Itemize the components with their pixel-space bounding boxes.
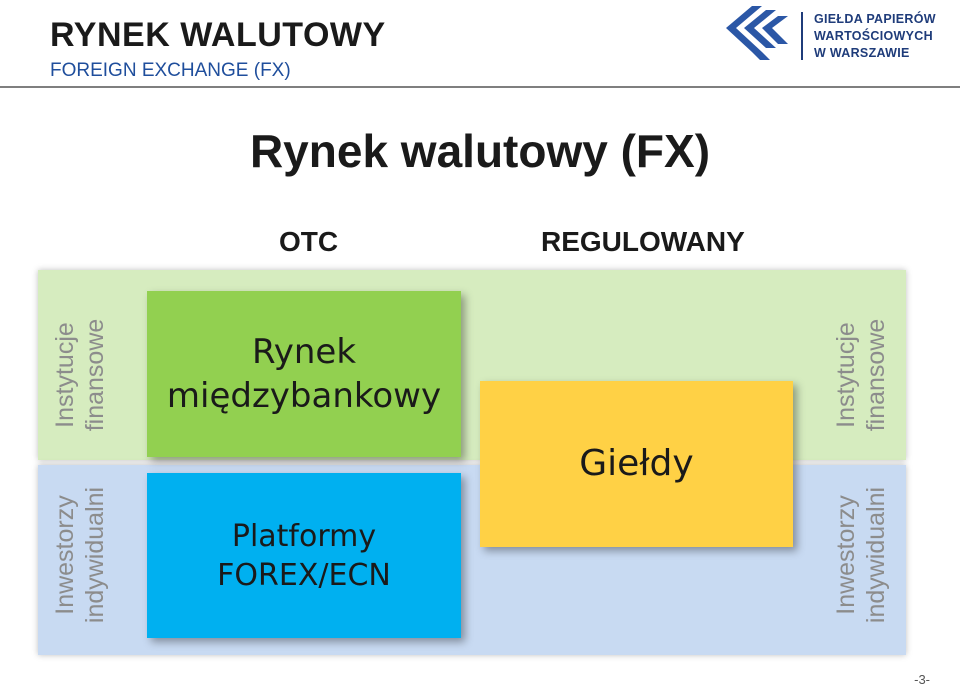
header-subtitle: FOREIGN EXCHANGE (FX) <box>50 60 291 81</box>
logo-separator <box>801 12 803 60</box>
logo-text-line3: W WARSZAWIE <box>814 46 910 60</box>
left-label-financial-line1: Instytucje <box>50 322 79 428</box>
logo-text-line1: GIEŁDA PAPIERÓW <box>814 12 936 26</box>
left-label-financial-line2: finansowe <box>81 318 109 432</box>
column-label-regulowany: REGULOWANY <box>541 226 745 257</box>
right-label-financial-line2: finansowe <box>862 318 890 432</box>
exchanges-box: Giełdy <box>480 381 793 547</box>
forex-ecn-platforms-box: Platformy FOREX/ECN <box>147 473 461 638</box>
gpw-logo-icon <box>726 6 788 60</box>
right-label-individual-line1: Inwestorzy <box>831 495 860 615</box>
left-label-individual-line1: Inwestorzy <box>50 495 79 615</box>
right-label-financial-institutions: Instytucje finansowe <box>821 275 901 475</box>
header-title: RYNEK WALUTOWY <box>50 16 386 54</box>
left-label-individual-investors: Inwestorzy indywidualni <box>40 455 120 655</box>
column-label-otc: OTC <box>279 226 339 257</box>
interbank-market-line1: Rynek <box>251 331 357 372</box>
interbank-market-line2: międzybankowy <box>166 376 442 416</box>
right-label-financial-line1: Instytucje <box>831 322 860 428</box>
logo-text-line2: WARTOŚCIOWYCH <box>814 29 933 43</box>
interbank-market-box: Rynek międzybankowy <box>147 291 461 457</box>
exchanges-label: Giełdy <box>579 442 694 484</box>
right-label-individual-line2: indywidualni <box>862 486 890 624</box>
left-label-individual-line2: indywidualni <box>81 486 109 624</box>
forex-platforms-line1: Platformy <box>231 518 377 554</box>
page-number: -3- <box>914 672 930 687</box>
header-divider <box>0 86 960 88</box>
left-label-financial-institutions: Instytucje finansowe <box>40 275 120 475</box>
diagram-title: Rynek walutowy (FX) <box>249 125 711 177</box>
forex-platforms-line2: FOREX/ECN <box>217 557 391 593</box>
right-label-individual-investors: Inwestorzy indywidualni <box>821 455 901 655</box>
